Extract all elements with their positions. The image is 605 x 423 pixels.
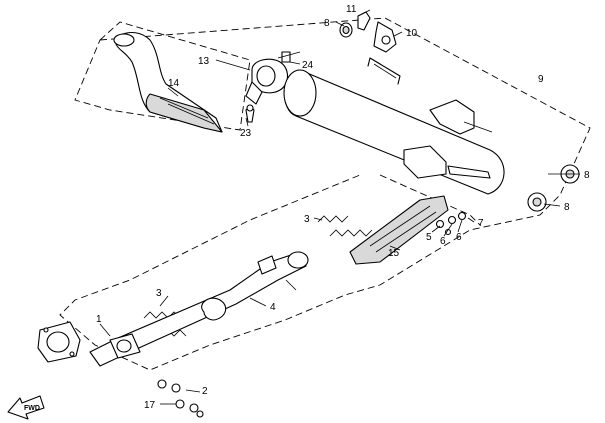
spring-upper: [317, 215, 373, 237]
callout-4: 4: [270, 302, 276, 313]
callout-14: 14: [168, 78, 180, 89]
exhaust-flange: [37, 321, 141, 363]
callout-5: 5: [426, 232, 432, 243]
callout-8-right-lower: 8: [564, 202, 570, 213]
callout-6-a: 6: [456, 232, 462, 243]
leader-lines: [99, 9, 580, 405]
callout-7: 7: [478, 218, 484, 229]
exhaust-pipe-front: [113, 31, 223, 133]
shield-fasteners: [435, 211, 467, 236]
assembly-outline-pipe: [74, 21, 251, 131]
callout-24: 24: [302, 60, 314, 71]
callout-3-upper: 3: [304, 214, 310, 225]
callout-8-top: 8: [324, 18, 330, 29]
callout-6-b: 6: [440, 236, 446, 247]
callout-15: 15: [388, 248, 400, 259]
clamp-bolt: [245, 104, 255, 123]
callout-9: 9: [538, 74, 544, 85]
callout-10: 10: [406, 28, 418, 39]
header-pipe: [89, 251, 309, 367]
callout-1: 1: [96, 314, 102, 325]
callout-17: 17: [144, 400, 156, 411]
rubber-grommet-right-lower: [527, 192, 547, 212]
callout-8-right-upper: 8: [584, 170, 590, 181]
flange-nuts: [157, 379, 204, 418]
muffler: [283, 57, 505, 195]
callout-2: 2: [202, 386, 208, 397]
callout-13: 13: [198, 56, 210, 67]
callout-23: 23: [240, 128, 252, 139]
rubber-grommet-top: [339, 22, 353, 38]
forward-arrow-icon: FWD: [7, 395, 45, 420]
heat-shield: [349, 195, 449, 265]
forward-arrow-label: FWD: [24, 405, 40, 412]
hanger-bolt: [357, 11, 371, 31]
callout-3-lower: 3: [156, 288, 162, 299]
hanger-bracket: [373, 21, 397, 53]
callout-11: 11: [346, 4, 357, 15]
